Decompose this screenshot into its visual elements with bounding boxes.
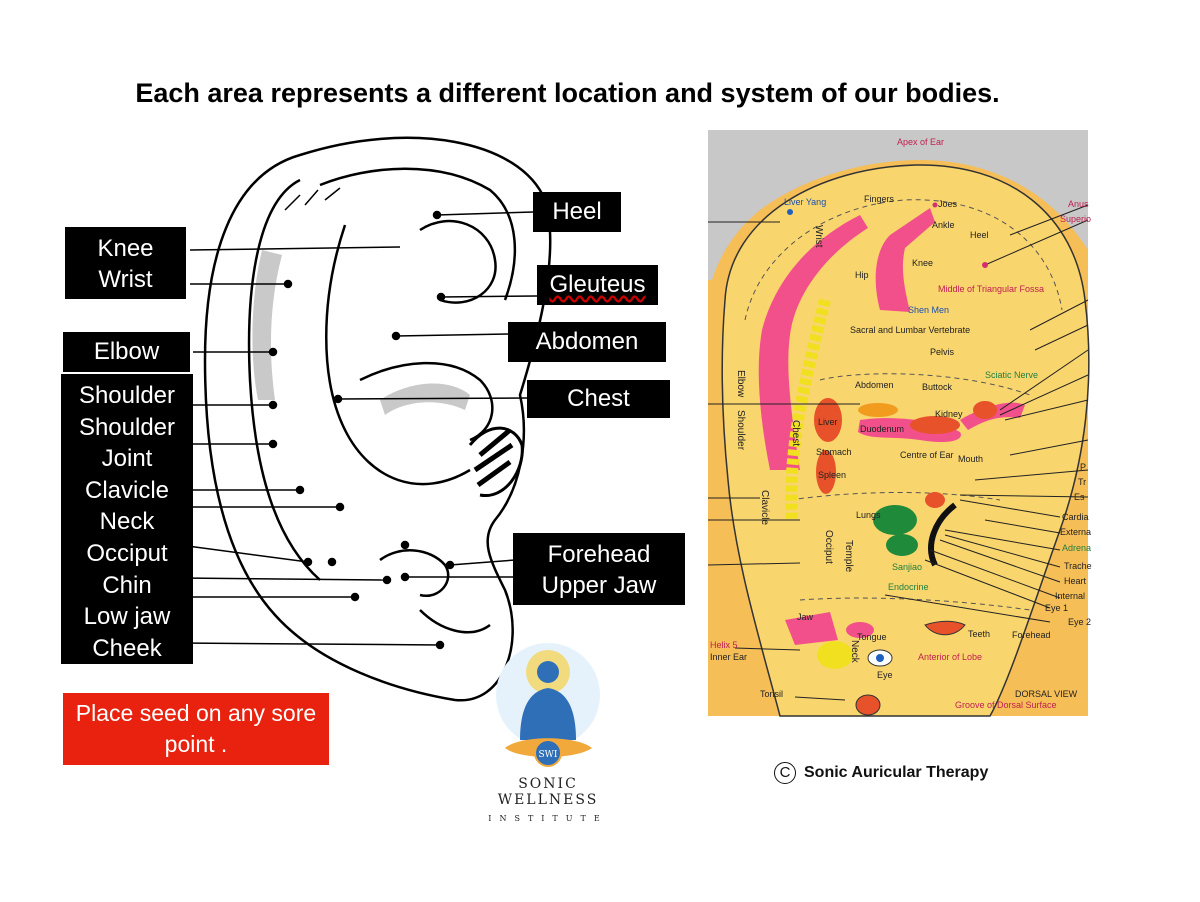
chart-label-shen-men: Shen Men — [908, 305, 949, 315]
chart-label-lungs: Lungs — [856, 510, 881, 520]
label-knee-wrist: Knee Wrist — [65, 227, 186, 299]
label-stack-lower-ear: Shoulder Shoulder Joint Clavicle Neck Oc… — [61, 374, 193, 664]
label-forehead: Forehead — [547, 541, 651, 568]
chart-vlabel-wrist: Wrist — [813, 225, 824, 248]
chart-label-tonsil: Tonsil — [760, 689, 783, 699]
chart-edge-trache: Trache — [1064, 561, 1092, 571]
label-heel: Heel — [533, 192, 621, 232]
chart-edge-heart: Heart — [1064, 576, 1087, 586]
ear-stipple — [252, 250, 470, 415]
chart-label-spleen: Spleen — [818, 470, 846, 480]
chart-label-anterior-lobe: Anterior of Lobe — [918, 652, 982, 662]
chart-label-inner-ear: Inner Ear — [710, 652, 747, 662]
label-chin: Chin — [102, 571, 152, 599]
label-gleuteus: Gleuteus — [537, 265, 658, 305]
chart-label-centre: Centre of Ear — [900, 450, 954, 460]
chart-label-hip: Hip — [855, 270, 869, 280]
chart-label-eye: Eye — [877, 670, 893, 680]
logo-subtitle: INSTITUTE — [488, 814, 608, 823]
chart-label-middle-fossa: Middle of Triangular Fossa — [938, 284, 1044, 294]
chart-vlabel-elbow: Elbow — [735, 370, 746, 398]
label-neck: Neck — [99, 508, 155, 536]
chart-label-toes: Joes — [938, 199, 958, 209]
chart-vlabel-chest: Chest — [790, 420, 801, 446]
label-wrist: Wrist — [98, 266, 153, 293]
label-shoulder: Shoulder — [78, 382, 176, 409]
chart-label-helix5: Helix 5 — [710, 640, 738, 650]
chart-edge-externa: Externa — [1060, 527, 1091, 537]
logo-name: SONIC WELLNESS — [497, 776, 599, 808]
copyright-icon: C — [774, 762, 796, 784]
chart-label-liver-yang: Liver Yang — [784, 197, 826, 207]
label-low-jaw: Low jaw — [83, 603, 171, 631]
chart-edge-tr: Tr — [1078, 477, 1086, 487]
chart-label-forehead: Forehead — [1012, 630, 1051, 640]
label-clavicle: Clavicle — [84, 476, 170, 504]
label-shoulder-2: Shoulder — [78, 413, 176, 441]
logo-wordmark: SONIC WELLNESS INSTITUTE — [474, 776, 622, 823]
color-ear-chart: Apex of Ear Liver Yang Fingers Joes Ankl… — [707, 130, 1092, 717]
chart-vlabel-clavicle: Clavicle — [759, 490, 770, 525]
page-title: Each area represents a different locatio… — [135, 78, 1000, 108]
chart-label-dorsal-view: DORSAL VIEW — [1015, 689, 1078, 699]
chart-label-sacral: Sacral and Lumbar Vertebrate — [850, 325, 970, 335]
chart-label-apex: Apex of Ear — [897, 137, 944, 147]
label-elbow: Elbow — [63, 332, 190, 372]
chart-vlabel-shoulder: Shoulder — [735, 410, 746, 451]
chart-label-abdomen: Abdomen — [855, 380, 894, 390]
chart-label-pelvis: Pelvis — [930, 347, 955, 357]
label-upper-jaw: Upper Jaw — [541, 572, 657, 599]
logo-badge-text: SWI — [539, 750, 558, 760]
chart-edge-p: P — [1080, 462, 1086, 472]
chart-label-duodenum: Duodenum — [860, 424, 904, 434]
chart-label-sanjiao: Sanjiao — [892, 562, 922, 572]
chart-edge-superior: Superio — [1060, 214, 1091, 224]
chart-vlabel-occiput: Occiput — [823, 530, 834, 564]
label-gleuteus-text: Gleuteus — [549, 271, 646, 298]
chart-edge-internal: Internal — [1055, 591, 1085, 601]
chart-label-knee: Knee — [912, 258, 933, 268]
label-cheek: Cheek — [92, 634, 162, 662]
chart-edge-anus: Anus — [1068, 199, 1089, 209]
label-knee: Knee — [97, 235, 154, 262]
chart-label-sciatic: Sciatic Nerve — [985, 370, 1038, 380]
label-occiput: Occiput — [86, 539, 168, 567]
chart-label-buttock: Buttock — [922, 382, 953, 392]
chart-label-heel: Heel — [970, 230, 989, 240]
copyright-text: Sonic Auricular Therapy — [804, 764, 989, 781]
copyright-line: C Sonic Auricular Therapy — [774, 762, 988, 784]
chart-edge-adrena: Adrena — [1062, 543, 1091, 553]
label-forehead-upper-jaw: Forehead Upper Jaw — [513, 533, 685, 605]
chart-label-liver: Liver — [818, 417, 838, 427]
ear-leader-lines — [179, 210, 538, 650]
chart-label-teeth: Teeth — [968, 629, 990, 639]
chart-label-tongue: Tongue — [857, 632, 887, 642]
label-abdomen: Abdomen — [508, 322, 666, 362]
label-chest: Chest — [527, 380, 670, 418]
chart-edge-eye1: Eye 1 — [1045, 603, 1068, 613]
chart-label-stomach: Stomach — [816, 447, 852, 457]
chart-label-ankle: Ankle — [932, 220, 955, 230]
ear-line-drawing — [203, 136, 552, 702]
swi-logo: SWI — [496, 643, 600, 767]
chart-vlabel-neck: Neck — [849, 640, 860, 664]
chart-label-groove: Groove of Dorsal Surface — [955, 700, 1057, 710]
label-joint: Joint — [101, 445, 153, 473]
seed-instruction-box: Place seed on any sore point . — [63, 693, 329, 765]
chart-label-kidney: Kidney — [935, 409, 963, 419]
chart-label-endocrine: Endocrine — [888, 582, 929, 592]
chart-edge-eye2: Eye 2 — [1068, 617, 1091, 627]
chart-edge-cardia: Cardia — [1062, 512, 1089, 522]
chart-label-jaw: Jaw — [797, 612, 814, 622]
chart-label-mouth: Mouth — [958, 454, 983, 464]
chart-label-fingers: Fingers — [864, 194, 895, 204]
chart-edge-es: Es — [1074, 492, 1085, 502]
chart-vlabel-temple: Temple — [843, 540, 854, 573]
